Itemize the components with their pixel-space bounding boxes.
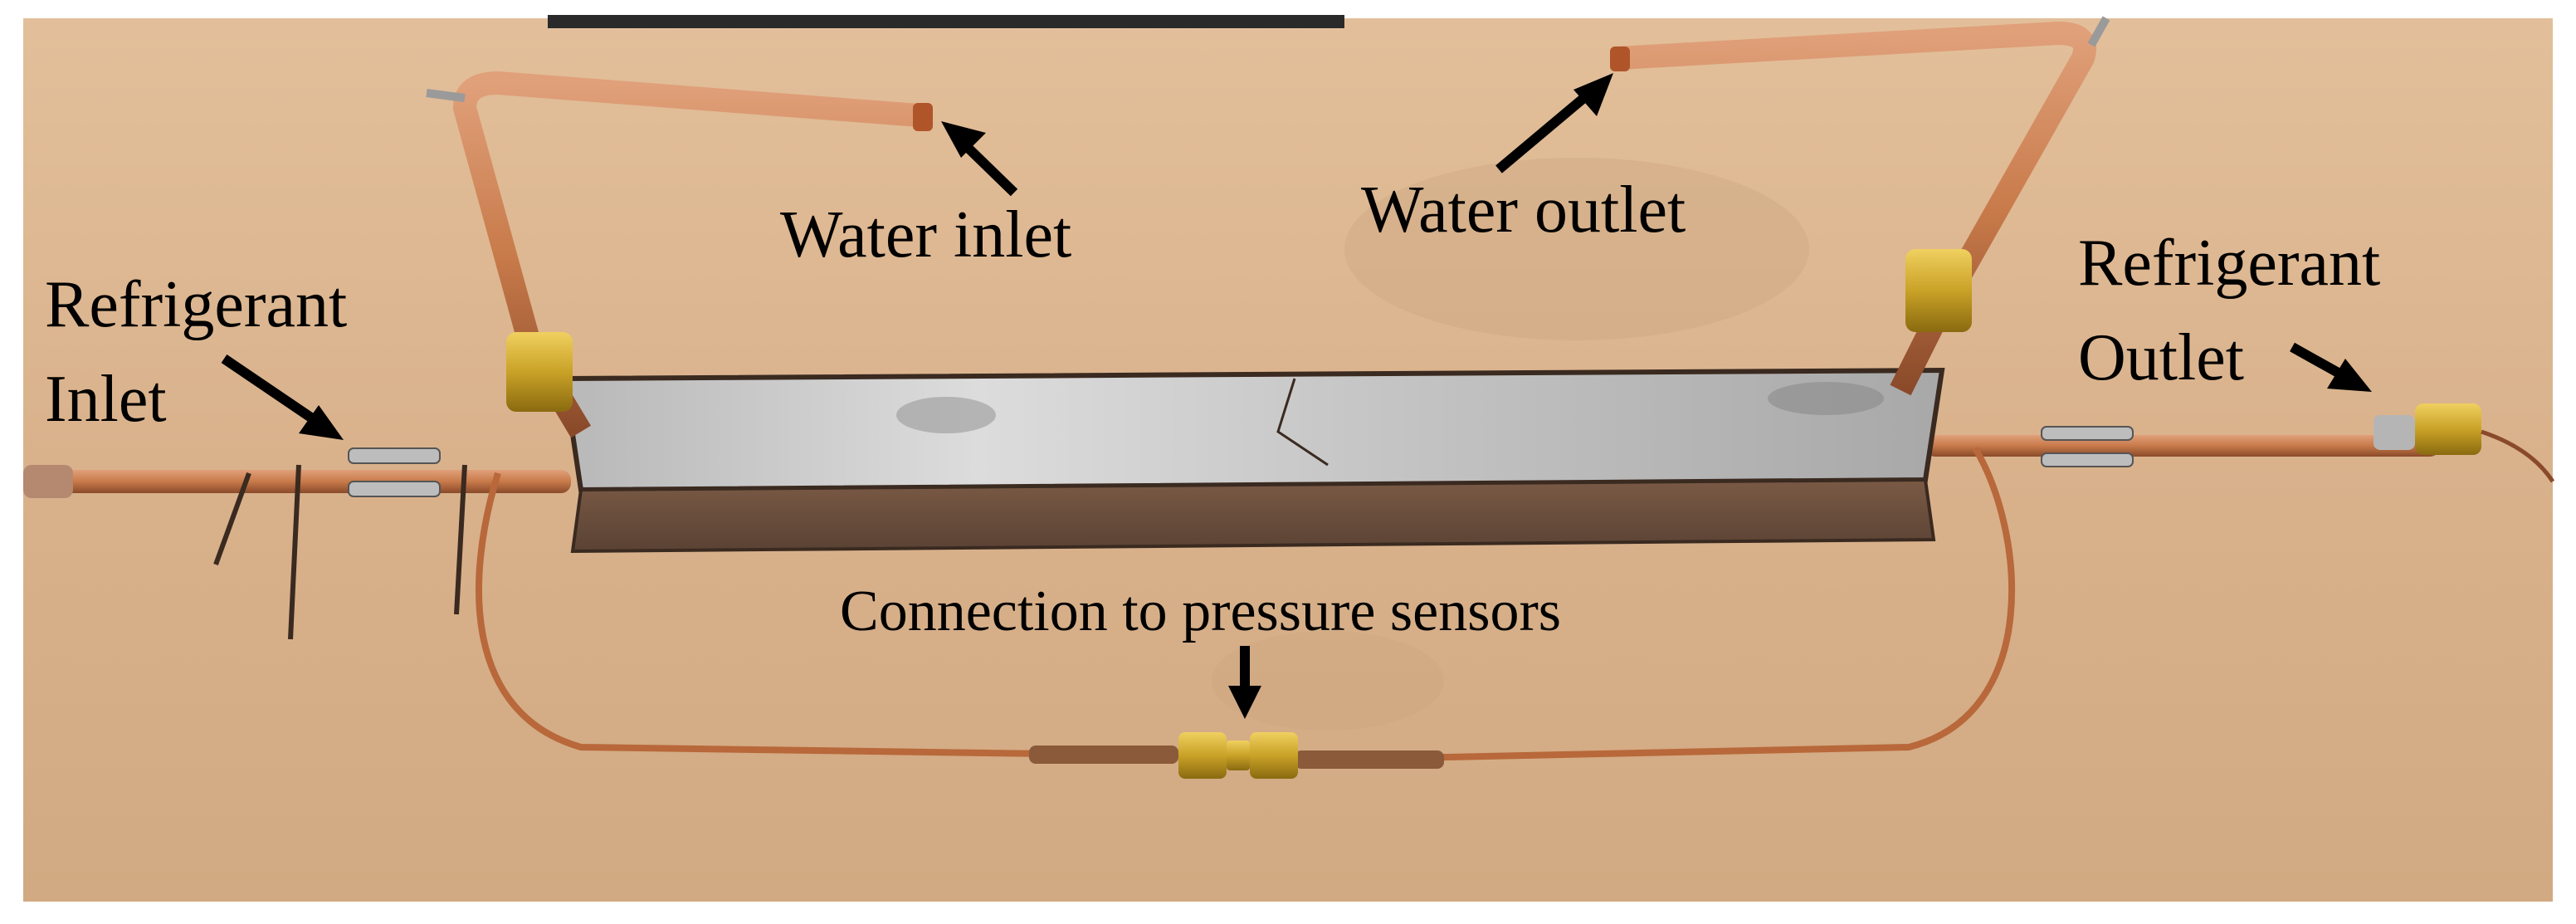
refrigerant-inlet-pipe bbox=[23, 447, 571, 640]
arrow-icon bbox=[2290, 342, 2372, 392]
refrigerant-outlet-label-line1: Refrigerant bbox=[2078, 227, 2381, 300]
arrow-icon bbox=[221, 354, 344, 440]
refrigerant-inlet-label-line1: Refrigerant bbox=[45, 268, 348, 341]
arrow-icon bbox=[941, 121, 1018, 197]
refrigerant-outlet-pipe bbox=[1925, 403, 2555, 483]
refrigerant-outlet-label-line2: Outlet bbox=[2078, 321, 2244, 394]
pressure-sensor-connection-label: Connection to pressure sensors bbox=[840, 579, 1562, 643]
water-outlet-pipe bbox=[1610, 16, 2110, 396]
heat-exchanger-tray bbox=[561, 367, 1945, 554]
table-stain bbox=[1344, 158, 1809, 340]
dark-edge-strip bbox=[548, 15, 1344, 28]
water-outlet-label: Water outlet bbox=[1361, 174, 1686, 247]
arrow-icon bbox=[1228, 646, 1261, 719]
arrow-icon bbox=[1495, 73, 1613, 174]
water-inlet-pipe bbox=[426, 71, 933, 438]
pressure-sensor-tubing bbox=[476, 446, 2016, 779]
refrigerant-inlet-label-line2: Inlet bbox=[45, 363, 167, 436]
water-inlet-label: Water inlet bbox=[780, 198, 1072, 271]
table-stain bbox=[1212, 631, 1444, 731]
